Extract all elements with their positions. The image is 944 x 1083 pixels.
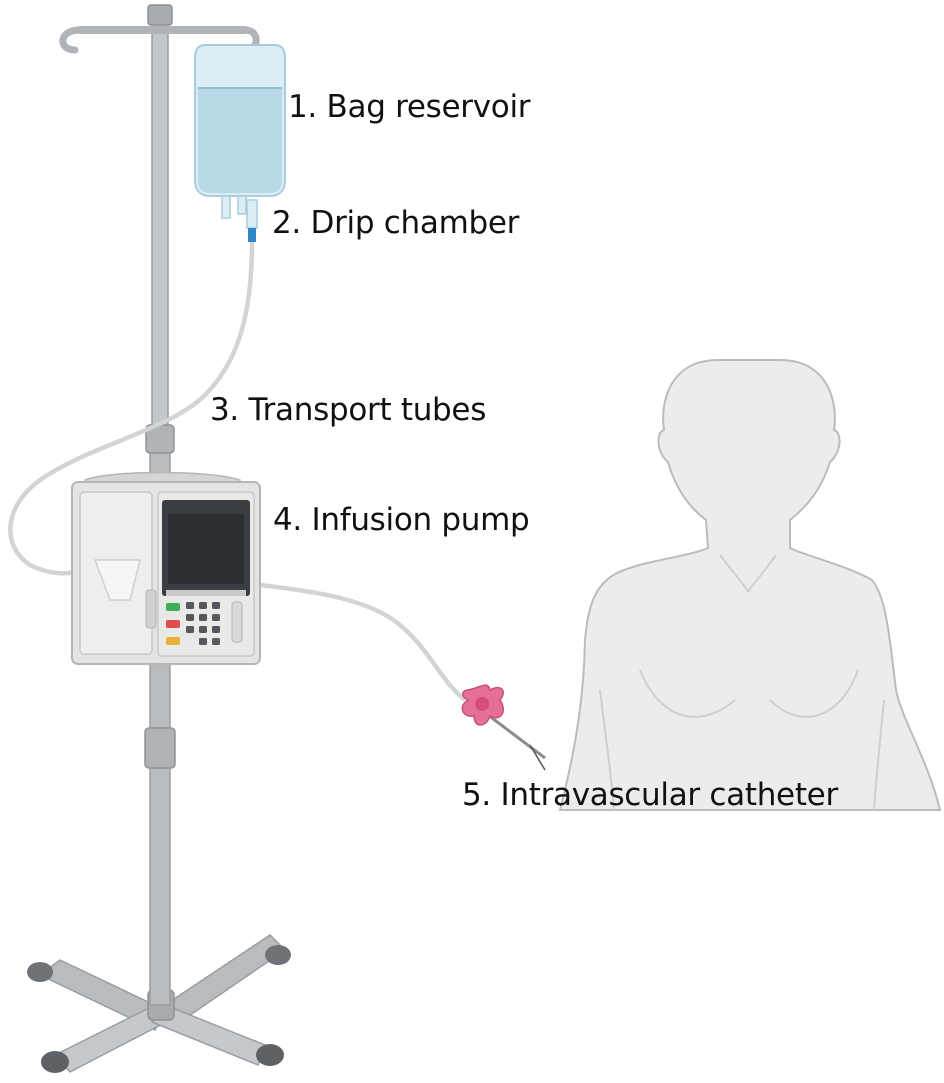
wheel-front-right bbox=[256, 1044, 284, 1066]
catheter-pointer bbox=[529, 744, 546, 771]
pole-clamp-lower bbox=[144, 727, 176, 769]
pole-shaft-upper bbox=[151, 19, 169, 441]
keypad-key bbox=[199, 626, 207, 633]
patient-torso bbox=[558, 359, 942, 811]
bag-port-right bbox=[237, 195, 247, 215]
pump-keypad bbox=[186, 602, 220, 645]
label-infusion-pump: 4. Infusion pump bbox=[273, 502, 530, 538]
wheel-front-left bbox=[41, 1051, 69, 1073]
keypad-key bbox=[212, 626, 220, 633]
keypad-key bbox=[186, 614, 194, 621]
label-transport-tubes: 3. Transport tubes bbox=[210, 392, 487, 428]
tube-pump-to-catheter bbox=[259, 582, 467, 702]
keypad-key bbox=[212, 602, 220, 609]
bag-reservoir bbox=[194, 44, 286, 219]
keypad-key bbox=[212, 614, 220, 621]
base-leg-upper-right bbox=[163, 934, 287, 1023]
transport-tubes bbox=[8, 241, 467, 702]
pump-side-strip bbox=[231, 601, 243, 643]
drip-chamber-body bbox=[246, 199, 258, 229]
pump-screen-bar bbox=[166, 590, 246, 596]
drip-connector bbox=[248, 228, 256, 242]
wheel-back-right bbox=[265, 945, 291, 965]
hook-left bbox=[59, 26, 84, 54]
arm-line-left bbox=[599, 689, 615, 811]
pump-channel bbox=[93, 559, 141, 601]
pump-door-handle bbox=[145, 589, 157, 629]
neck-line-right bbox=[747, 554, 777, 593]
pump-button-yellow bbox=[166, 637, 180, 645]
neck-line-left bbox=[719, 554, 749, 593]
bag-fluid bbox=[198, 88, 282, 193]
label-drip-chamber: 2. Drip chamber bbox=[272, 205, 520, 241]
keypad-key bbox=[186, 602, 194, 609]
intravascular-catheter bbox=[461, 684, 546, 771]
infusion-pump bbox=[71, 471, 261, 665]
pump-screen bbox=[168, 514, 244, 584]
drip-chamber bbox=[246, 199, 258, 242]
keypad-key bbox=[212, 638, 220, 645]
arm-line-right bbox=[873, 699, 885, 811]
patient-body-outline bbox=[558, 359, 942, 811]
keypad-key bbox=[199, 602, 207, 609]
label-bag-reservoir: 1. Bag reservoir bbox=[288, 89, 531, 125]
tube-bag-to-pump bbox=[8, 241, 255, 576]
pump-button-red bbox=[166, 620, 180, 628]
wheel-back-left bbox=[27, 962, 53, 982]
chest-contour-left bbox=[639, 669, 736, 718]
pole-top-cap bbox=[147, 4, 173, 26]
pole-base bbox=[27, 934, 291, 1073]
label-intravascular-catheter: 5. Intravascular catheter bbox=[462, 777, 838, 813]
keypad-key bbox=[186, 626, 194, 633]
pump-button-green bbox=[166, 603, 180, 611]
chest-contour-right bbox=[769, 669, 859, 718]
bag-port-left bbox=[221, 195, 231, 219]
keypad-key bbox=[199, 614, 207, 621]
catheter-hub bbox=[475, 697, 489, 711]
keypad-key bbox=[199, 638, 207, 645]
catheter-needle bbox=[487, 713, 546, 760]
